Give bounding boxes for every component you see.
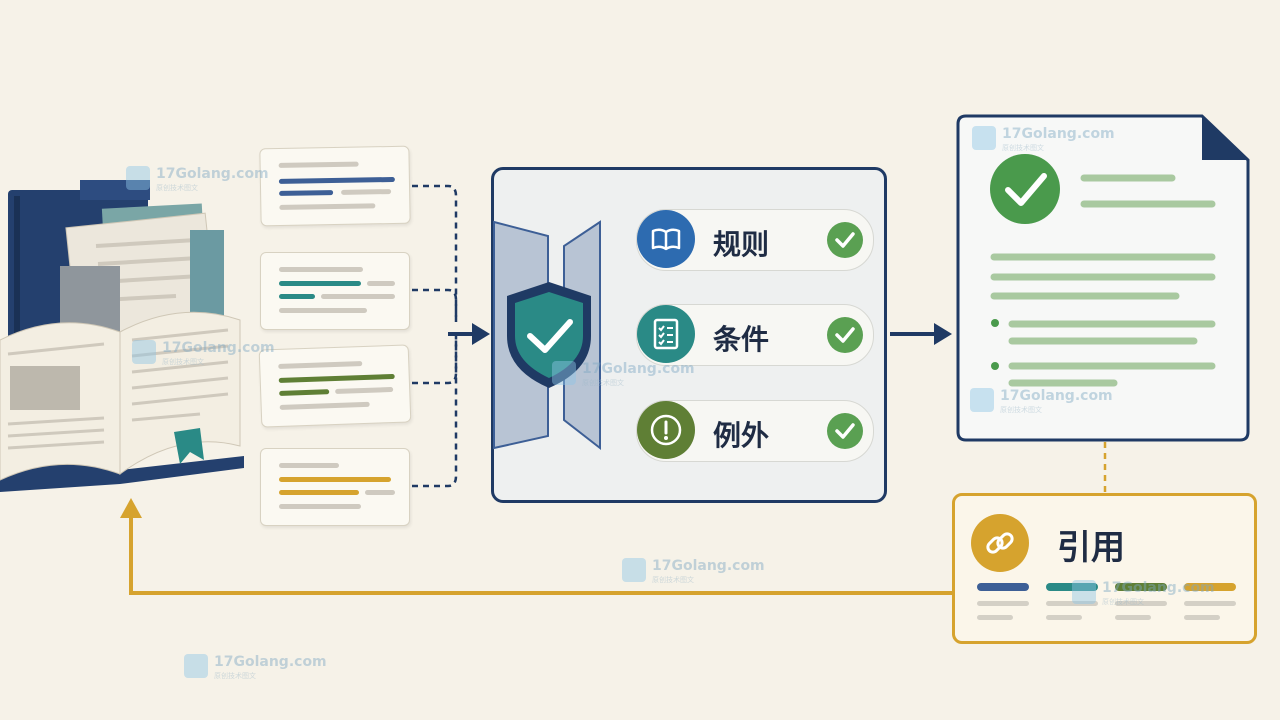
watermark-logo-icon <box>1072 580 1096 604</box>
watermark-logo-icon <box>552 361 576 385</box>
rule-label: 规则 <box>713 228 770 261</box>
condition-label: 条件 <box>713 323 770 356</box>
citation-label: 引用 <box>1057 528 1125 568</box>
exception-check-item: 例外 <box>636 400 874 462</box>
link-icon <box>971 514 1029 572</box>
watermark-logo-icon <box>132 340 156 364</box>
check-icon <box>827 317 863 353</box>
exclamation-icon <box>637 401 695 459</box>
watermark-logo-icon <box>126 166 150 190</box>
source-snippet-card <box>260 448 410 526</box>
exception-label: 例外 <box>713 419 770 452</box>
book-icon <box>637 210 695 268</box>
citation-box: 引用 <box>952 493 1257 644</box>
check-icon <box>827 413 863 449</box>
watermark-logo-icon <box>972 126 996 150</box>
checklist-icon <box>637 305 695 363</box>
source-snippet-card <box>260 252 410 330</box>
check-icon <box>827 222 863 258</box>
condition-check-item: 条件 <box>636 304 874 366</box>
watermark-logo-icon <box>970 388 994 412</box>
rule-check-item: 规则 <box>636 209 874 271</box>
watermark-logo-icon <box>622 558 646 582</box>
watermark-logo-icon <box>184 654 208 678</box>
